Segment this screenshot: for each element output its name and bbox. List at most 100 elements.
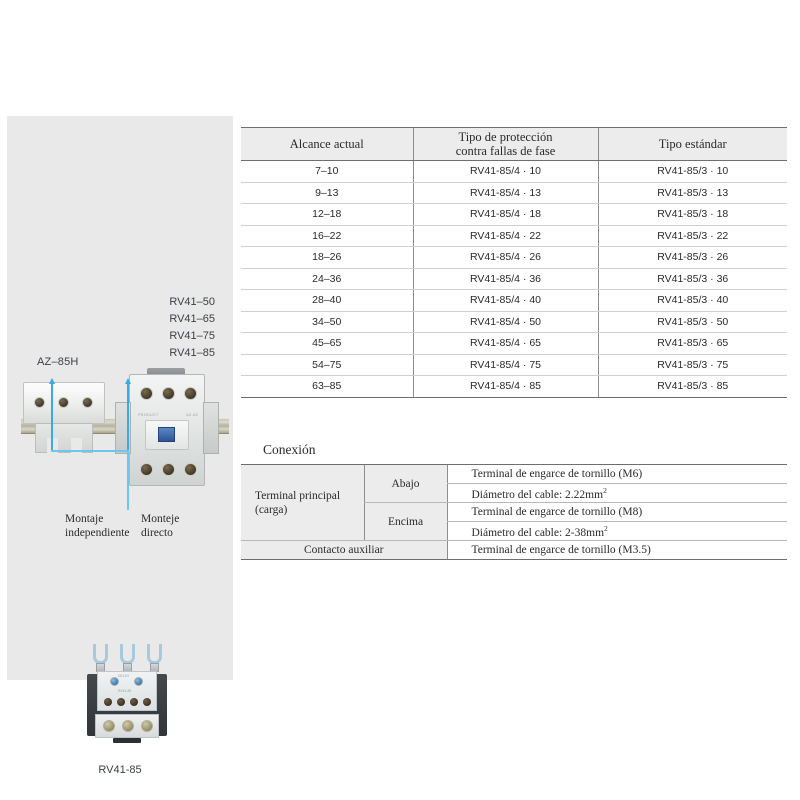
cell-standard-type: RV41-85/3 · 22 (597, 224, 787, 247)
fork-terminal (120, 644, 135, 664)
cell-phase-fault-type: RV41-85/4 · 18 (412, 203, 598, 226)
cell-current-range: 12–18 (241, 203, 413, 226)
contactor-terminal-hole (140, 387, 153, 400)
relay-base-screw (141, 720, 153, 732)
overload-relay-photo: DELIXI RV41-85 (83, 644, 171, 752)
column-header-standard-type: Tipo estándar (597, 127, 787, 161)
relay-model-label-0: RV41–50 (169, 296, 215, 308)
annotation-independent-line1: Montaje (65, 513, 104, 525)
cell-current-range: 18–26 (241, 246, 413, 269)
contactor-brand-mark: PRODUCT (138, 413, 159, 417)
cell-standard-type: RV41-85/3 · 85 (597, 375, 787, 398)
cell-current-range: 7–10 (241, 160, 413, 183)
cell-above-terminal: Terminal de engarce de tornillo (M8) (446, 502, 787, 522)
cell-phase-fault-type: RV41-85/4 · 75 (412, 353, 598, 376)
cell-standard-type: RV41-85/3 · 40 (597, 289, 787, 312)
mounting-assembly-photo: PRODUCT AZ-85 (15, 368, 229, 494)
annotation-direct-mount: Monteje directo (141, 512, 179, 540)
callout-connector-line (51, 450, 129, 452)
annotation-direct-line1: Monteje (141, 513, 180, 525)
above-cable-text: Diámetro del cable: 2-38mm (471, 526, 605, 539)
cell-current-range: 16–22 (241, 224, 413, 247)
cell-standard-type: RV41-85/3 · 26 (597, 246, 787, 269)
column-header-line2: contra fallas de fase (455, 144, 556, 158)
callout-line-down (127, 450, 129, 510)
column-header-phase-fault-type: Tipo de protección contra fallas de fase (412, 127, 598, 161)
az85h-adapter-foot (35, 423, 93, 453)
contactor-aux-block-left (115, 402, 131, 454)
callout-line-direct (127, 384, 129, 450)
cell-phase-fault-type: RV41-85/4 · 26 (412, 246, 598, 269)
annotation-direct-line2: directo (141, 527, 173, 539)
relay-type-mark: RV41-85 (118, 689, 132, 693)
contactor-top-cap (147, 368, 185, 379)
cell-standard-type: RV41-85/3 · 18 (597, 203, 787, 226)
cell-phase-fault-type: RV41-85/4 · 13 (412, 181, 598, 204)
callout-arrow-independent (48, 378, 55, 384)
cell-phase-fault-type: RV41-85/4 · 10 (412, 160, 598, 183)
cell-phase-fault-type: RV41-85/4 · 65 (412, 332, 598, 355)
az85h-adapter-body (23, 382, 105, 424)
callout-line-independent (51, 384, 53, 450)
relay-base-screw (122, 720, 134, 732)
relay-aux-port (130, 698, 138, 706)
cell-current-range: 63–85 (241, 375, 413, 398)
connection-spec-table: Terminal principal (carga) Abajo Termina… (241, 464, 787, 560)
main-terminal-line1: Terminal principal (255, 489, 341, 502)
relay-mounting-clip (113, 738, 141, 743)
relay-setting-dial (110, 677, 119, 686)
relay-brand-mark: DELIXI (118, 674, 129, 678)
table-row: Contacto auxiliar Terminal de engarce de… (241, 540, 787, 560)
contactor-type-mark: AZ-85 (186, 413, 198, 417)
contactor-blue-indicator (158, 427, 175, 442)
cell-standard-type: RV41-85/3 · 75 (597, 353, 787, 376)
column-header-current-range: Alcance actual (241, 127, 413, 161)
table-row: Diámetro del cable: 2-38mm2 (241, 521, 787, 541)
cell-position-below: Abajo (363, 464, 447, 503)
cell-phase-fault-type: RV41-85/4 · 22 (412, 224, 598, 247)
relay-aux-port (143, 698, 151, 706)
relay-aux-port (104, 698, 112, 706)
adapter-notch (47, 438, 58, 454)
above-cable-superscript: 2 (604, 523, 608, 533)
relay-model-label-3: RV41–85 (169, 347, 215, 359)
contactor-terminal-hole (162, 463, 175, 476)
relay-reset-dial (134, 677, 143, 686)
cell-standard-type: RV41-85/3 · 10 (597, 160, 787, 183)
cell-position-above: Encima (363, 502, 447, 541)
table-header-row: Alcance actual Tipo de protección contra… (241, 127, 787, 161)
fork-terminal (147, 644, 162, 664)
cell-phase-fault-type: RV41-85/4 · 50 (412, 310, 598, 333)
cell-phase-fault-type: RV41-85/4 · 40 (412, 289, 598, 312)
relay-model-label-1: RV41–65 (169, 313, 215, 325)
connection-section-title: Conexión (263, 442, 316, 457)
adapter-terminal-hole (34, 397, 45, 408)
cell-phase-fault-type: RV41-85/4 · 85 (412, 375, 598, 398)
relay-aux-port (117, 698, 125, 706)
cell-aux-contact-value: Terminal de engarce de tornillo (M3.5) (446, 540, 787, 560)
callout-arrow-direct (124, 378, 131, 384)
cell-current-range: 28–40 (241, 289, 413, 312)
contactor-terminal-hole (184, 463, 197, 476)
column-header-line1: Tipo de protección (458, 130, 553, 144)
cell-current-range: 9–13 (241, 181, 413, 204)
table-row: Terminal principal (carga) Abajo Termina… (241, 464, 787, 541)
relay-base-terminals (95, 714, 159, 738)
cell-current-range: 34–50 (241, 310, 413, 333)
below-cable-text: Diámetro del cable: 2.22mm (471, 488, 604, 501)
annotation-independent-mount: Montaje independiente (65, 512, 130, 540)
cell-standard-type: RV41-85/3 · 13 (597, 181, 787, 204)
adapter-terminal-hole (82, 397, 93, 408)
fork-terminal (93, 644, 108, 664)
cell-current-range: 54–75 (241, 353, 413, 376)
cell-main-terminal-label: Terminal principal (carga) (241, 464, 364, 541)
